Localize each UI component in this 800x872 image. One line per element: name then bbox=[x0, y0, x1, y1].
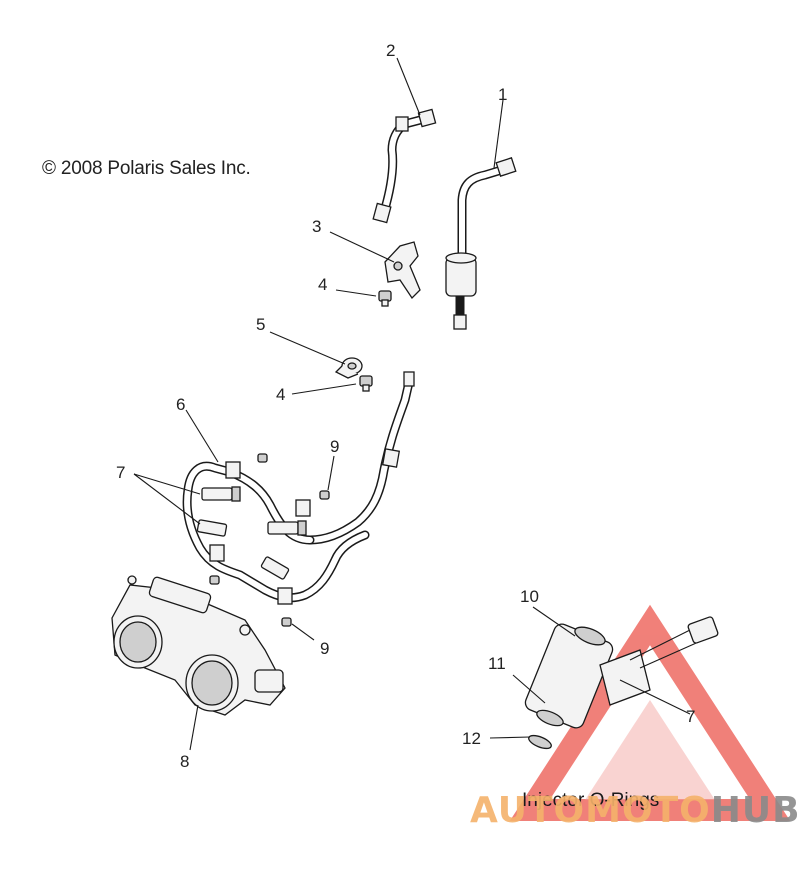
callout-10: 10 bbox=[520, 587, 539, 606]
callout-3: 3 bbox=[312, 217, 321, 236]
part-4-bolt-upper bbox=[378, 290, 392, 307]
callout-4-upper: 4 bbox=[318, 275, 327, 294]
callout-2: 2 bbox=[386, 41, 395, 60]
part-5-clamp bbox=[334, 357, 363, 379]
part-6-fuel-rail-hose bbox=[182, 371, 415, 605]
part-3-bracket bbox=[384, 241, 421, 300]
callout-7-inset: 7 bbox=[686, 707, 695, 726]
part-7-injectors bbox=[196, 486, 307, 580]
part-2-fuel-hose bbox=[372, 108, 437, 224]
inset-caption: Injector O-Rings bbox=[522, 790, 659, 811]
leader-lines bbox=[133, 57, 691, 751]
callout-1: 1 bbox=[498, 85, 507, 104]
callout-6: 6 bbox=[176, 395, 185, 414]
inset-injector-orings bbox=[524, 616, 719, 750]
watermark-logo bbox=[509, 604, 791, 821]
part-9-screws bbox=[209, 453, 330, 627]
part-4-bolt-lower bbox=[359, 375, 373, 392]
copyright-notice: © 2008 Polaris Sales Inc. bbox=[42, 158, 251, 179]
callout-4-lower: 4 bbox=[276, 385, 285, 404]
watermark-text: AUTOMOTOHUB bbox=[470, 790, 800, 831]
callout-12: 12 bbox=[462, 729, 481, 748]
callout-11: 11 bbox=[488, 654, 506, 673]
part-1-fuel-filter-line bbox=[445, 157, 517, 330]
callout-7-main: 7 bbox=[116, 463, 125, 482]
callout-9-lower: 9 bbox=[320, 639, 329, 658]
callout-8: 8 bbox=[180, 752, 189, 771]
part-8-throttle-body bbox=[111, 575, 286, 716]
callout-9-upper: 9 bbox=[330, 437, 339, 456]
callout-5: 5 bbox=[256, 315, 265, 334]
